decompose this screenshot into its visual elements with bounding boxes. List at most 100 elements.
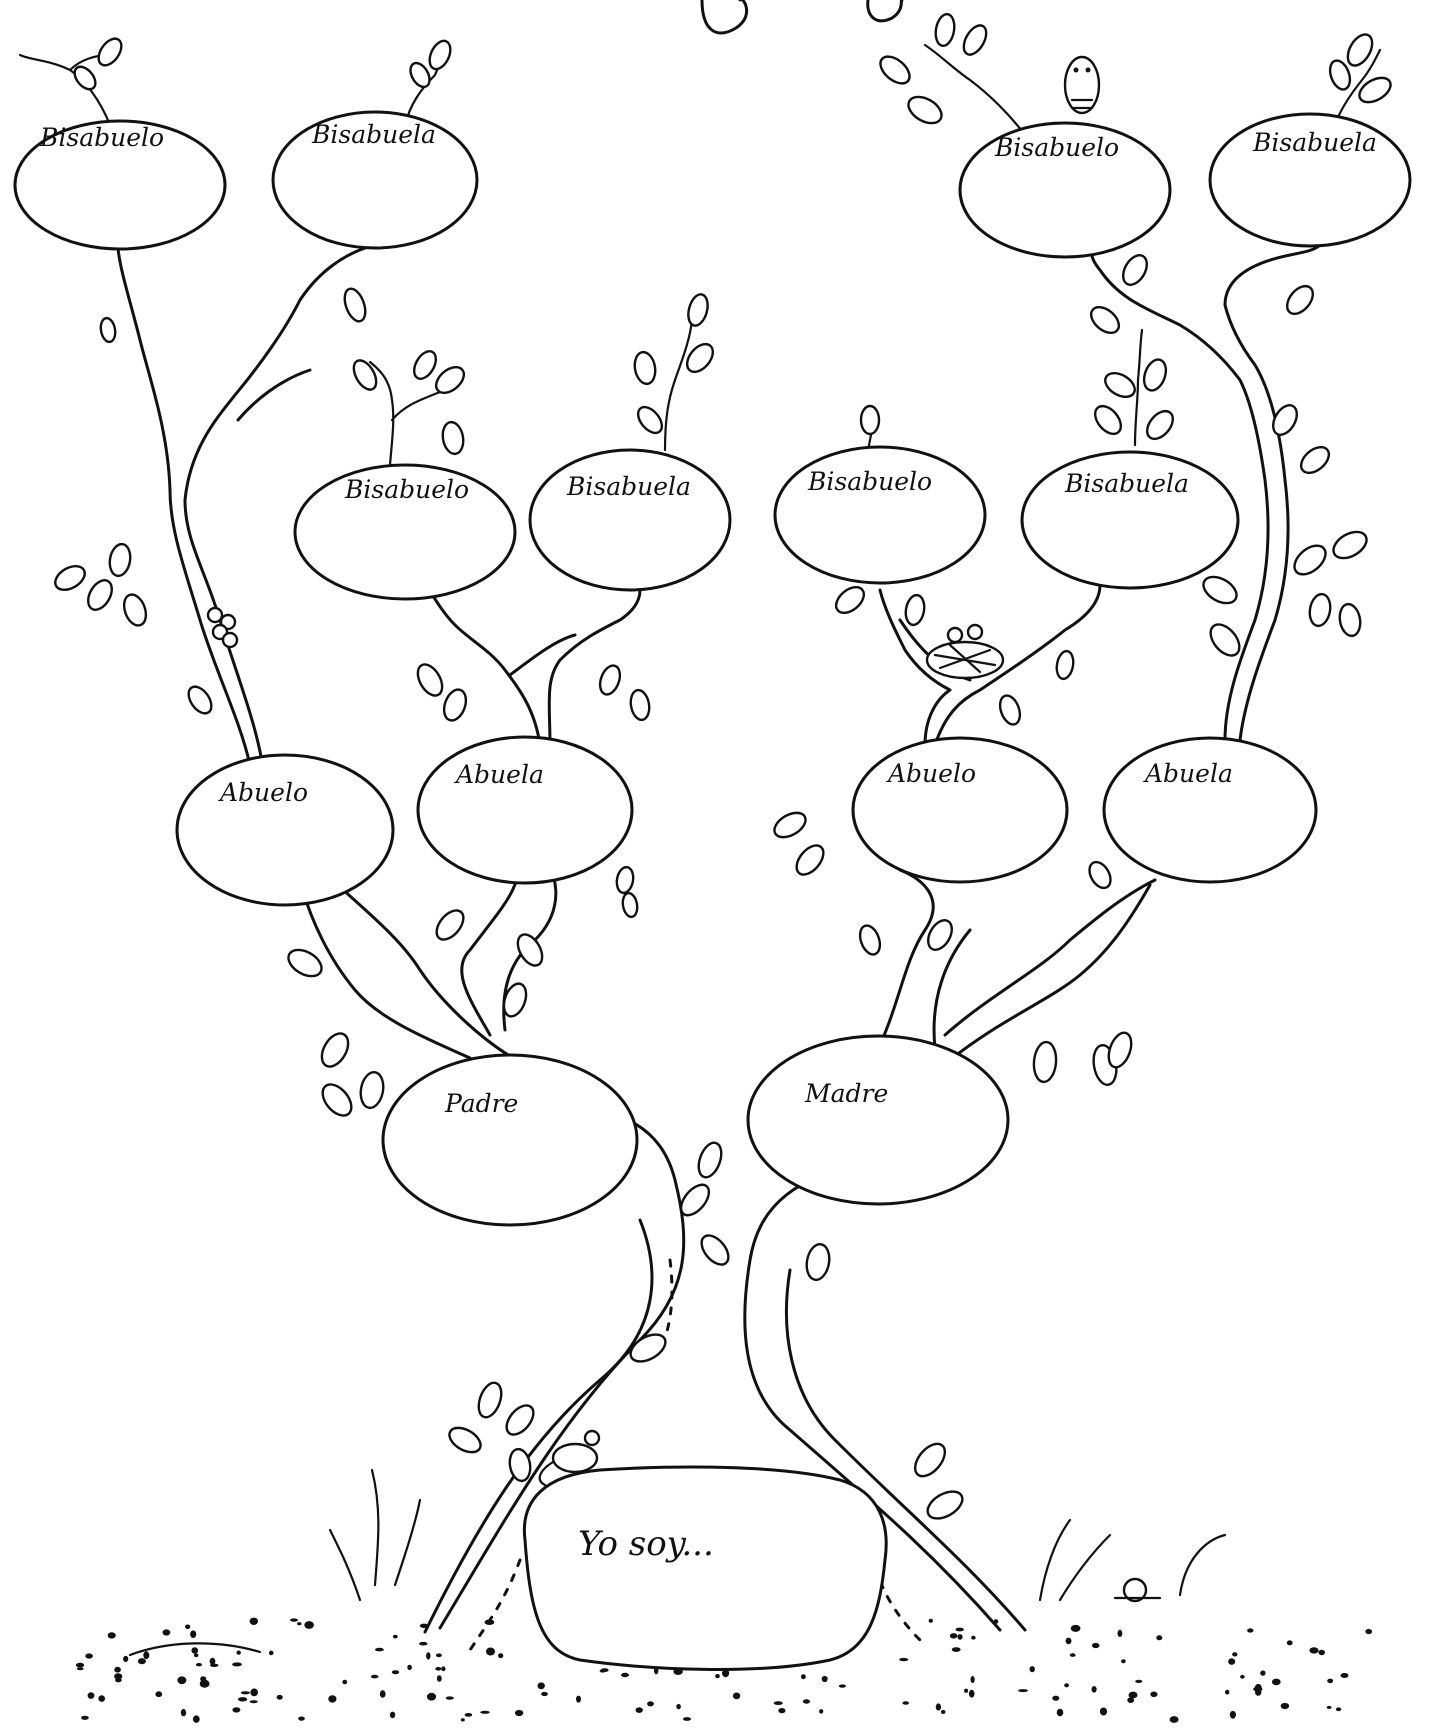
ground-speck <box>249 1617 258 1626</box>
ground-speck <box>1029 1666 1035 1673</box>
ground-speck <box>435 1653 442 1658</box>
node-mp-bisabuela: Bisabuela <box>1020 450 1240 590</box>
ground-speck <box>498 1653 504 1659</box>
ground-speck <box>76 1667 84 1671</box>
node-pat-abuela: Abuela <box>416 735 634 885</box>
ground-speck <box>276 1694 283 1700</box>
ground-speck <box>75 1662 85 1668</box>
ground-speck <box>1018 1689 1028 1693</box>
ground-speck <box>902 1701 909 1705</box>
node-pat-abuelo: Abuelo <box>175 753 395 907</box>
node-mat-abuelo-label: Abuelo <box>886 759 976 788</box>
ground-speck <box>236 1650 241 1655</box>
ground-speck <box>1232 1652 1238 1657</box>
node-mm-bisabuela-label: Bisabuela <box>1252 128 1377 157</box>
ground-speck <box>87 1692 95 1699</box>
ground-speck <box>114 1666 121 1673</box>
ground-speck <box>435 1667 442 1671</box>
ground-speck <box>1121 1659 1126 1664</box>
ground-speck <box>1280 1702 1290 1710</box>
ground-speck <box>185 1624 191 1630</box>
ground-speck <box>250 1688 258 1697</box>
ground-speck <box>1327 1678 1334 1684</box>
ground-speck <box>486 1647 495 1656</box>
ground-speck <box>232 1662 242 1667</box>
ground-speck <box>1091 1686 1097 1693</box>
ground-speck <box>1056 1708 1064 1717</box>
ground-speck <box>98 1695 105 1702</box>
ground-speck <box>951 1647 961 1652</box>
node-mat-abuela-label: Abuela <box>1143 759 1233 788</box>
ground-speck <box>1286 1640 1293 1646</box>
ground-speck <box>419 1641 428 1646</box>
node-mm-bisabuela: Bisabuela <box>1208 112 1412 248</box>
ground <box>75 1468 1373 1723</box>
ground-speck <box>957 1634 963 1640</box>
node-mp-bisabuelo: Bisabuelo <box>773 445 987 585</box>
ground-speck <box>1340 1673 1349 1678</box>
node-pat-abuela-label: Abuela <box>454 760 544 789</box>
node-yo: Yo soy... <box>522 1465 888 1671</box>
ground-speck <box>1260 1670 1266 1676</box>
ground-speck <box>732 1692 741 1700</box>
snail-icon <box>1113 1577 1162 1603</box>
ground-speck <box>407 1664 412 1671</box>
ground-speck <box>964 1688 969 1693</box>
ground-speck <box>949 1633 958 1639</box>
ground-speck <box>419 1623 429 1629</box>
ground-speck <box>801 1674 806 1680</box>
ground-speck <box>370 1674 379 1679</box>
ground-speck <box>715 1674 720 1679</box>
ground-speck <box>940 1709 946 1714</box>
ground-speck <box>1335 1707 1342 1712</box>
ground-speck <box>1069 1653 1076 1657</box>
title-letter-fragment <box>700 0 749 35</box>
ground-speck <box>514 1709 524 1717</box>
ground-speck <box>955 1627 964 1632</box>
ground-speck <box>1117 1629 1123 1637</box>
ground-speck <box>192 1715 200 1723</box>
ground-speck <box>484 1619 495 1625</box>
ground-speck <box>970 1676 975 1683</box>
leaves <box>54 12 1392 1520</box>
ground-speck <box>541 1691 548 1697</box>
ground-speck <box>935 1703 942 1711</box>
ground-speck <box>778 1708 786 1714</box>
ground-speck <box>1064 1683 1069 1688</box>
node-pp-bisabuela: Bisabuela <box>271 110 479 250</box>
ground-speck <box>232 1707 241 1713</box>
ground-speck <box>195 1663 203 1667</box>
nest-icon <box>925 623 1005 680</box>
ground-speck <box>838 1684 846 1688</box>
node-pm-bisabuela: Bisabuela <box>528 448 732 592</box>
ground-speck <box>123 1655 129 1662</box>
ground-speck <box>635 1707 643 1713</box>
ground-speck <box>647 1701 654 1707</box>
ground-speck <box>391 1670 400 1675</box>
node-yo-label: Yo soy... <box>578 1524 714 1564</box>
mouse-icon <box>538 1429 601 1487</box>
ground-speck <box>1128 1691 1138 1699</box>
ground-speck <box>379 1690 386 1698</box>
ground-speck <box>328 1695 337 1703</box>
ground-speck <box>177 1676 187 1685</box>
ground-speck <box>1309 1647 1319 1654</box>
node-mat-abuelo: Abuelo <box>851 736 1069 884</box>
ground-speck <box>537 1682 545 1690</box>
ground-speck <box>81 1715 89 1720</box>
ground-speck <box>1255 1688 1262 1696</box>
ground-speck <box>375 1647 384 1652</box>
ground-speck <box>460 1718 465 1722</box>
ground-speck <box>199 1679 210 1688</box>
ground-speck <box>342 1679 348 1685</box>
ground-speck <box>1127 1697 1135 1703</box>
ground-speck <box>819 1709 824 1714</box>
madre-branches <box>878 868 1157 1062</box>
node-pm-bisabuela-label: Bisabuela <box>566 472 691 501</box>
ground-speck <box>600 1668 609 1672</box>
node-pp-bisabuelo: Bisabuelo <box>13 119 227 251</box>
node-mp-bisabuelo-label: Bisabuelo <box>807 467 932 496</box>
ground-speck <box>426 1692 437 1701</box>
ground-speck <box>194 1653 199 1658</box>
